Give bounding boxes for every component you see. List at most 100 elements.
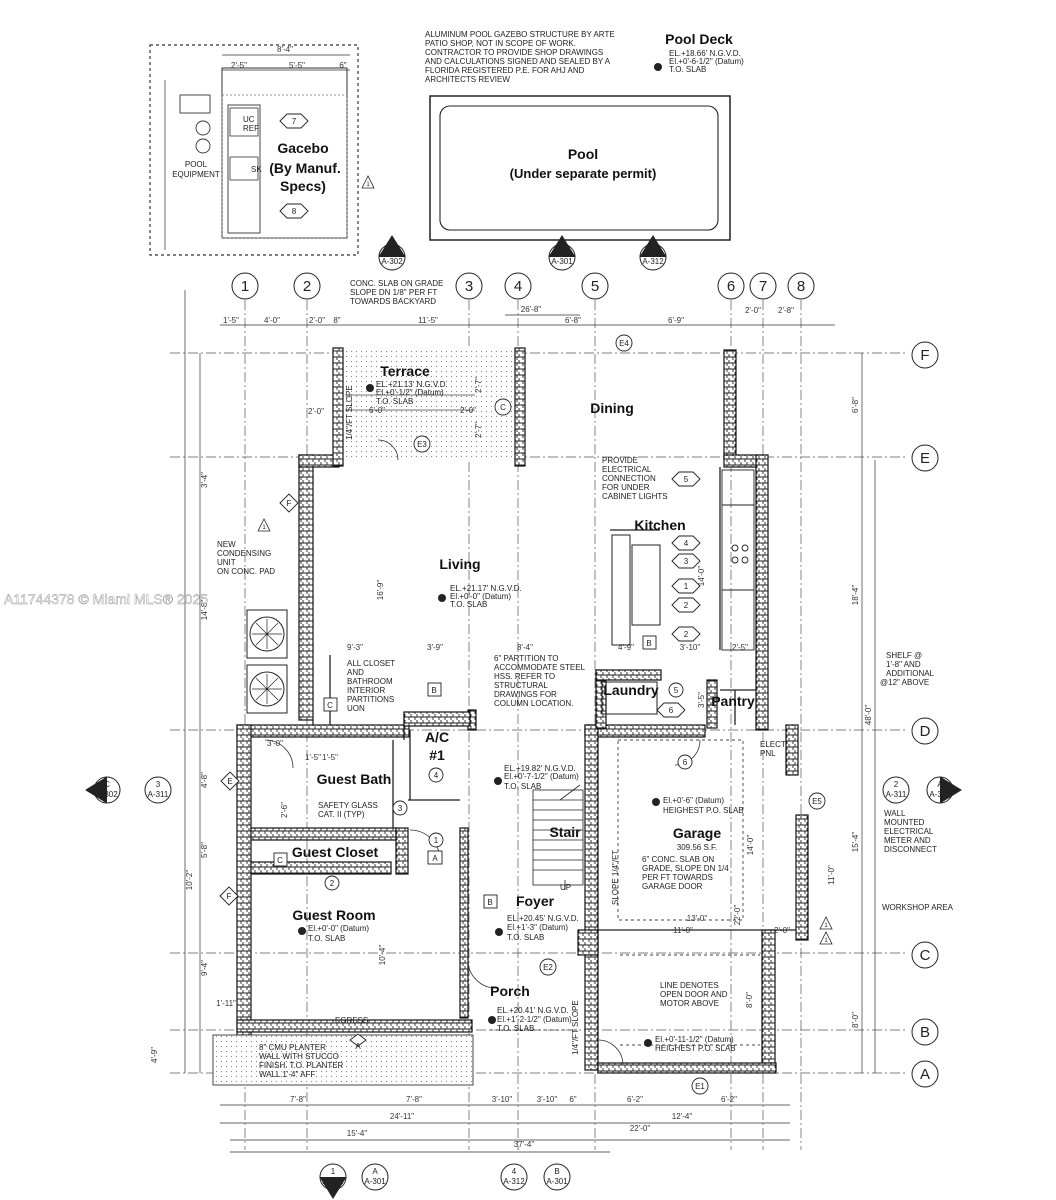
glass-note-0: SAFETY GLASS [318,801,378,810]
dim-right-1: 18'-4" [851,585,860,606]
room-guest-room: Guest Room [292,907,375,923]
elevation-targets [298,63,662,1047]
dim-int-21: 1'-5" [305,753,321,762]
grid-row-c: C [920,947,931,964]
revision-numbers: 1 1 1 1 [262,182,828,944]
elec-note-4: CABINET LIGHTS [602,492,668,501]
room-living: Living [439,556,480,572]
tag-kitchen-4: 4 [684,539,689,548]
sec-6-num: 2 [894,780,899,789]
dim-int-19: 2'-7" [474,377,483,393]
window-tag-labels: F F E E1 E2 E3 E4 E5 C [227,339,823,1091]
dim-top-2: 2'-0" [309,316,325,325]
tag-laundry-5: 5 [674,686,679,695]
room-laundry: Laundry [603,682,658,698]
gazebo-note: ALUMINUM POOL GAZEBO STRUCTURE BY ARTE P… [425,30,615,84]
sec-9-sheet: A-301 [364,1177,386,1186]
gdoor-note-0: LINE DENOTES [660,981,719,990]
dim-gazebo-1: 5'-5" [289,61,305,70]
dimension-text: 1'-5" 4'-0" 2'-0" 8" 11'-5" 6'-8" 6'-9" … [150,45,873,1149]
elev-porch-2: T.O. SLAB [497,1024,534,1033]
elev-gar-1: HEIGHEST P.O. SLAB [663,806,744,815]
dim-left-6: 4'-9" [150,1047,159,1063]
tag-kitchen-2a: 2 [684,601,689,610]
elev-pool-0: EL.+18.66' N.G.V.D. [669,49,741,58]
room-ac-2: #1 [429,747,445,763]
tag-misc-4: 4 [434,771,439,780]
grid-row-f: F [920,347,929,364]
door-tag-boxes [273,635,657,1047]
room-pool-sub: (Under separate permit) [510,166,657,181]
grid-row-e: E [920,450,930,467]
dim-int-1: 3'-9" [427,643,443,652]
win-tag-e4: E4 [619,339,629,348]
dim-int-13: 22'-0" [733,905,742,926]
slab-note: CONC. SLAB ON GRADE SLOPE DN 1/8" PER FT… [350,279,443,306]
grid-col-5: 5 [591,278,599,295]
gazebo-note-2: CONTRACTOR TO PROVIDE SHOP DRAWINGS [425,48,603,57]
cond-note-2: UNIT [217,558,236,567]
room-ac-1: A/C [425,729,449,745]
dim-right-3: 15'-4" [851,832,860,853]
dim-right-4: 8'-0" [851,1012,860,1028]
sec-3-num: 5 [651,247,656,256]
gazebo-note-3: AND CALCULATIONS SIGNED AND SEALED BY A [425,57,611,66]
tag-kitchen-2b: 2 [684,630,689,639]
door-tag-letters: A B B B C C A [277,639,652,1051]
dim-int-24: 3'-5" [697,692,706,708]
elev-pool-1: El.+0'-6-1/2" (Datum) [669,57,744,66]
tag-misc-2: 2 [330,879,335,888]
sec-6-sheet: A-311 [886,790,907,799]
elect-pnl-1: ELECT. [760,740,787,749]
closet-note-0: ALL CLOSET [347,659,395,668]
room-pool: Pool [568,146,598,162]
elev-guest-1: T.O. SLAB [308,934,345,943]
room-gazebo-3: Specs) [280,178,326,194]
closet-note-1: AND [347,668,364,677]
door-tag-c2: C [277,856,283,865]
win-tag-e2: E2 [543,963,553,972]
elev-pool-2: T.O. SLAB [669,65,706,74]
gdoor-note-1: OPEN DOOR AND [660,990,728,999]
dim-int-6: 3'-0" [267,739,283,748]
elec-note-1: ELECTRICAL [602,465,652,474]
stair-up: UP [560,883,571,892]
win-tag-e: E [227,777,232,786]
room-guest-bath: Guest Bath [317,771,392,787]
room-labels: Pool Deck Pool (Under separate permit) G… [172,31,755,999]
partition-note-4: DRAWINGS FOR [494,690,557,699]
sec-1-sheet: A-302 [381,257,403,266]
slab-note-2: TOWARDS BACKYARD [350,297,436,306]
slope-porch: 1/4"/FT SLOPE [571,1000,580,1055]
room-stair: Stair [549,824,581,840]
sec-4-sheet: A-302 [96,790,118,799]
tag-misc-6: 6 [683,758,688,767]
elev-terr-2: T.O. SLAB [376,397,413,406]
grid-row-b: B [920,1024,930,1041]
glass-note-1: CAT. II (TYP) [318,810,365,819]
gazebo-area [149,44,359,256]
revision-triangles [257,175,833,945]
grid-bubbles [231,272,939,1088]
condensing-units [246,609,288,714]
elev-gar-0: El.+0'-6" (Datum) [663,796,724,805]
dim-bot2-1: 12'-4" [672,1112,693,1121]
garage-door-line [490,739,760,1046]
dim-int-11: 14'-0" [746,835,755,856]
sec-2-sheet: A-301 [551,257,573,266]
door-tag-b3: B [646,639,651,648]
sec-2-num: B [559,247,564,256]
electrical-note: PROVIDE ELECTRICAL CONNECTION FOR UNDER … [602,456,668,501]
elev-stair-2: T.O. SLAB [504,782,541,791]
dim-int-26: 1'-11" [216,999,236,1008]
grid-col-4: 4 [514,278,522,295]
wall-meter-note: WALL MOUNTED ELECTRICAL METER AND DISCON… [884,809,937,854]
sec-9-num: A [372,1167,378,1176]
dim-top-overall: 26'-8" [521,305,542,314]
elec-note-2: CONNECTION [602,474,656,483]
dim-int-16: 8'-0" [745,992,754,1008]
gslab-note-3: GARAGE DOOR [642,882,703,891]
room-foyer: Foyer [516,893,555,909]
dim-bot-3: 3'-10" [537,1095,558,1104]
grid-col-8: 8 [797,278,805,295]
